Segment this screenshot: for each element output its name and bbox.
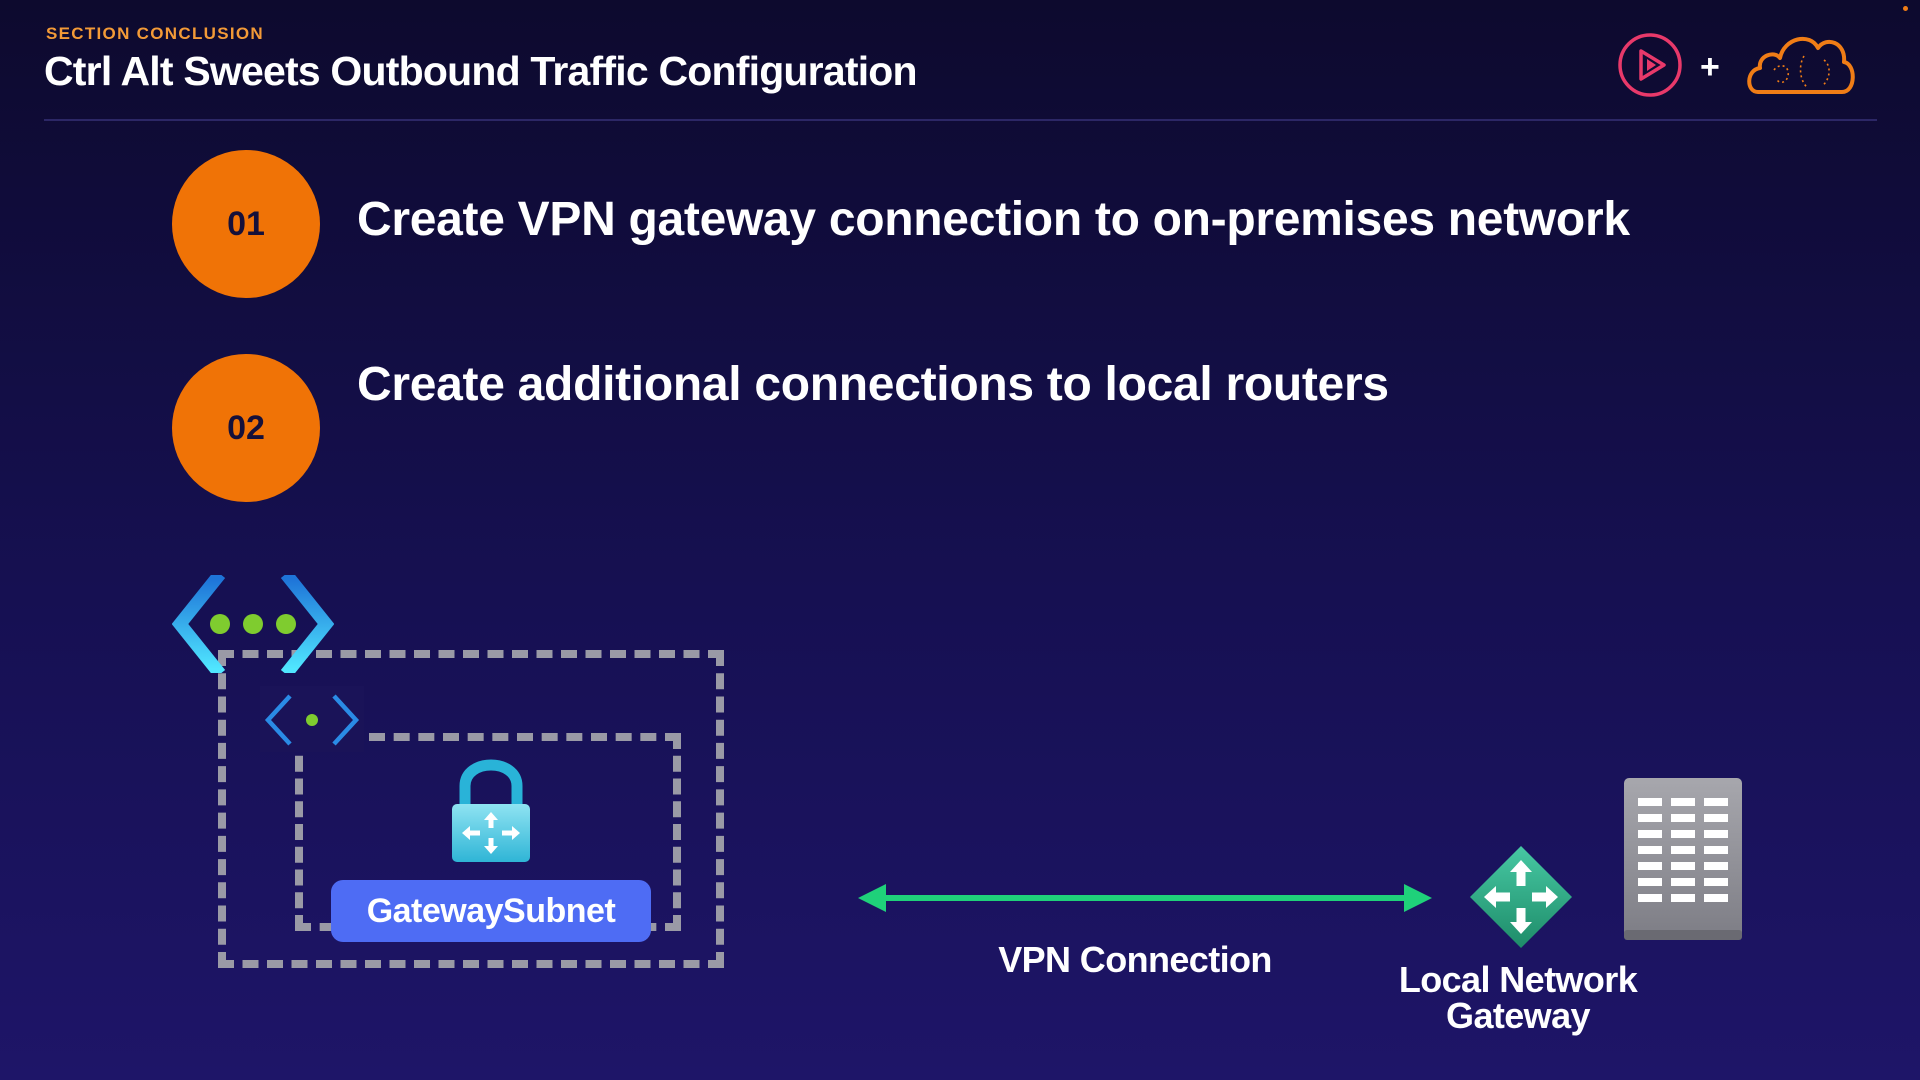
step-badge-01: 01 — [172, 150, 320, 298]
step-text-01: Create VPN gateway connection to on-prem… — [357, 193, 1630, 246]
local-network-gateway-label: Local Network Gateway — [1368, 962, 1668, 1034]
acloudguru-cloud-icon — [1747, 37, 1855, 94]
subnet-icon — [264, 694, 360, 746]
vpn-connection-arrow — [858, 884, 1432, 912]
virtual-network-boundary — [218, 650, 724, 968]
local-network-gateway-label-line1: Local Network — [1398, 959, 1638, 1000]
section-label: SECTION CONCLUSION — [46, 24, 264, 43]
step-badge-02: 02 — [172, 354, 320, 502]
header-divider — [44, 119, 1877, 121]
step-text-02: Create additional connections to local r… — [357, 358, 1389, 411]
vpn-connection-label: VPN Connection — [998, 939, 1272, 980]
on-premises-building-icon — [1624, 778, 1742, 940]
pluralsight-play-icon — [1618, 33, 1682, 97]
virtual-network-icon — [172, 575, 334, 673]
logo-plus: + — [1700, 48, 1720, 86]
local-network-gateway-icon — [1470, 846, 1572, 948]
page-title: Ctrl Alt Sweets Outbound Traffic Configu… — [44, 48, 918, 94]
gateway-subnet-label: GatewaySubnet — [331, 880, 651, 942]
vpn-gateway-lock-icon — [452, 759, 530, 862]
local-network-gateway-label-line2: Gateway — [1446, 995, 1590, 1036]
corner-dot — [1903, 6, 1908, 11]
